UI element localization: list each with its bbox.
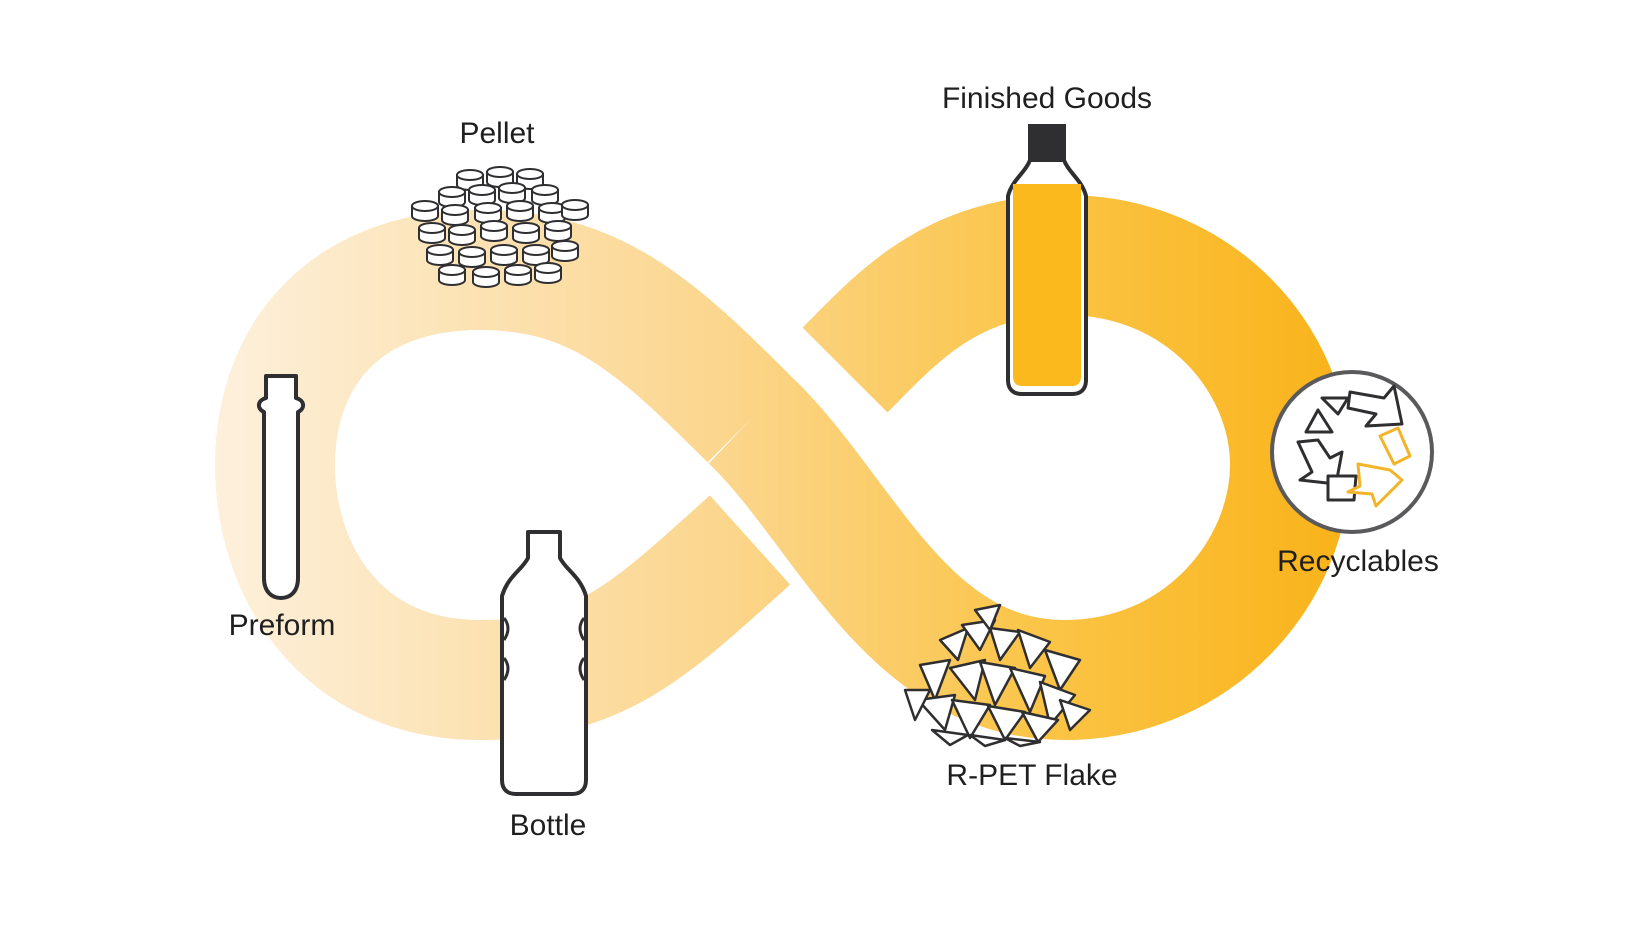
pellet <box>561 199 589 221</box>
flake <box>1020 710 1060 744</box>
recycle-arrows-icon <box>1296 384 1412 508</box>
flake <box>1016 628 1052 670</box>
pellet <box>504 264 532 286</box>
flake <box>918 658 952 702</box>
flake <box>1058 698 1092 732</box>
flake <box>986 704 1027 742</box>
pellet <box>468 184 496 206</box>
pellet <box>474 202 502 224</box>
pellet <box>522 244 550 266</box>
pellet <box>506 200 534 222</box>
pellet <box>512 222 540 244</box>
pellet <box>438 186 466 208</box>
pellet <box>534 262 562 284</box>
pellet <box>448 224 476 246</box>
pellet-icon <box>411 166 589 288</box>
flake <box>938 626 970 662</box>
label-pellet: Pellet <box>459 117 535 150</box>
flake <box>968 733 1007 748</box>
flake <box>903 688 932 722</box>
flake <box>916 693 957 732</box>
flake <box>988 626 1022 662</box>
pellet <box>411 200 439 222</box>
pellet <box>480 220 508 242</box>
pellet <box>551 240 579 262</box>
flake <box>1043 648 1082 692</box>
pellet <box>486 166 514 188</box>
flake <box>973 603 1002 632</box>
label-preform: Preform <box>229 609 336 642</box>
finished-goods-bottle-icon <box>1006 124 1088 396</box>
pellet <box>472 266 500 288</box>
flake <box>930 728 970 747</box>
label-rpet-flake: R-PET Flake <box>946 759 1117 792</box>
flake <box>978 660 1017 707</box>
label-bottle: Bottle <box>510 809 587 842</box>
pellet <box>441 204 469 226</box>
flake <box>950 698 992 740</box>
flake <box>948 658 987 702</box>
flake <box>1008 666 1047 714</box>
pellet <box>531 184 559 206</box>
preform-icon <box>257 374 305 600</box>
pellet <box>544 220 572 242</box>
bottle-icon <box>500 530 588 796</box>
pellet <box>498 182 526 204</box>
infinity-loop <box>214 194 1351 741</box>
recyclables-icon <box>1270 370 1434 534</box>
pellet <box>438 264 466 286</box>
rpet-flake-icon <box>903 603 1092 748</box>
label-recyclables: Recyclables <box>1277 545 1439 578</box>
pellet <box>490 244 518 266</box>
pellet <box>418 222 446 244</box>
pellet <box>458 246 486 268</box>
pellet <box>426 244 454 266</box>
label-finished-goods: Finished Goods <box>942 82 1152 115</box>
flake <box>1003 736 1042 748</box>
